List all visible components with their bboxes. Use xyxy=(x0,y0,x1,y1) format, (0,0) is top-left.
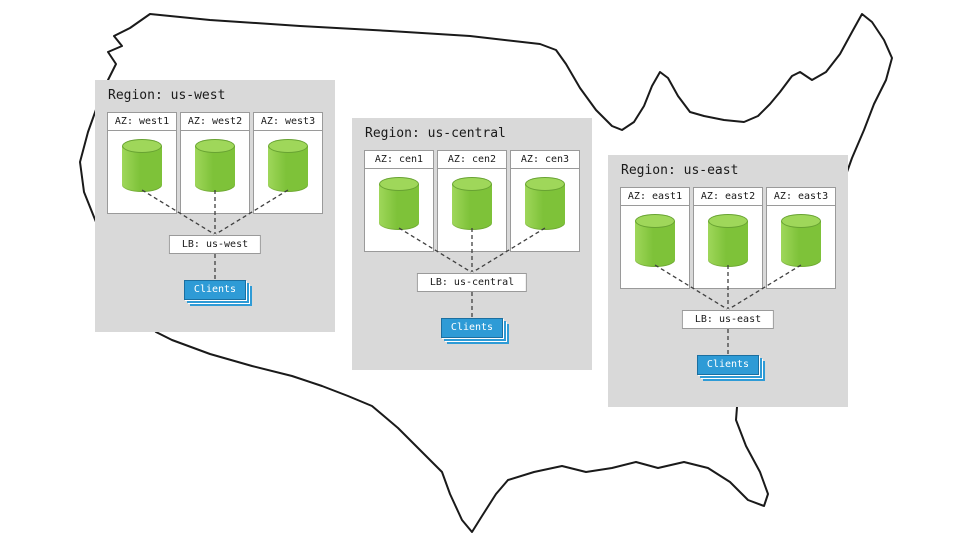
cylinder-body xyxy=(122,146,162,192)
cylinder-top xyxy=(708,214,748,228)
region-us-central: Region: us-central AZ: cen1 AZ: cen2 AZ:… xyxy=(352,118,592,370)
az-cell: AZ: east2 xyxy=(693,187,763,289)
az-label: AZ: cen3 xyxy=(511,151,579,169)
cylinder-top xyxy=(635,214,675,228)
region-title: Region: us-west xyxy=(108,88,226,103)
az-row: AZ: cen1 AZ: cen2 AZ: cen3 xyxy=(364,150,580,252)
az-row: AZ: west1 AZ: west2 AZ: west3 xyxy=(107,112,323,214)
cylinder-body xyxy=(525,184,565,230)
region-us-west: Region: us-west AZ: west1 AZ: west2 AZ: … xyxy=(95,80,335,332)
cylinder-body xyxy=(268,146,308,192)
cylinder-top xyxy=(525,177,565,191)
az-label: AZ: east2 xyxy=(694,188,762,206)
database-cylinder-icon xyxy=(268,139,308,199)
database-cylinder-icon xyxy=(122,139,162,199)
az-label: AZ: east1 xyxy=(621,188,689,206)
clients-box: Clients xyxy=(441,318,503,338)
cylinder-top xyxy=(122,139,162,153)
az-label: AZ: cen2 xyxy=(438,151,506,169)
az-label: AZ: west2 xyxy=(181,113,249,131)
database-cylinder-icon xyxy=(452,177,492,237)
az-cell: AZ: west2 xyxy=(180,112,250,214)
cylinder-top xyxy=(379,177,419,191)
clients-box: Clients xyxy=(184,280,246,300)
az-cell: AZ: cen2 xyxy=(437,150,507,252)
cylinder-top xyxy=(452,177,492,191)
az-cell: AZ: west1 xyxy=(107,112,177,214)
az-row: AZ: east1 AZ: east2 AZ: east3 xyxy=(620,187,836,289)
region-us-east: Region: us-east AZ: east1 AZ: east2 AZ: … xyxy=(608,155,848,407)
load-balancer-box: LB: us-west xyxy=(168,235,262,254)
az-label: AZ: west1 xyxy=(108,113,176,131)
region-title: Region: us-east xyxy=(621,163,739,178)
cylinder-body xyxy=(379,184,419,230)
az-cell: AZ: cen1 xyxy=(364,150,434,252)
az-cell: AZ: east1 xyxy=(620,187,690,289)
cylinder-body xyxy=(781,221,821,267)
cylinder-body xyxy=(452,184,492,230)
database-cylinder-icon xyxy=(781,214,821,274)
clients-box: Clients xyxy=(697,355,759,375)
load-balancer-box: LB: us-central xyxy=(416,273,528,292)
load-balancer-box: LB: us-east xyxy=(681,310,775,329)
az-label: AZ: east3 xyxy=(767,188,835,206)
cylinder-body xyxy=(635,221,675,267)
database-cylinder-icon xyxy=(379,177,419,237)
az-label: AZ: cen1 xyxy=(365,151,433,169)
database-cylinder-icon xyxy=(525,177,565,237)
database-cylinder-icon xyxy=(708,214,748,274)
az-cell: AZ: west3 xyxy=(253,112,323,214)
cylinder-body xyxy=(708,221,748,267)
cylinder-top xyxy=(268,139,308,153)
database-cylinder-icon xyxy=(195,139,235,199)
az-label: AZ: west3 xyxy=(254,113,322,131)
region-title: Region: us-central xyxy=(365,126,506,141)
cylinder-body xyxy=(195,146,235,192)
cylinder-top xyxy=(195,139,235,153)
az-cell: AZ: cen3 xyxy=(510,150,580,252)
database-cylinder-icon xyxy=(635,214,675,274)
az-cell: AZ: east3 xyxy=(766,187,836,289)
cylinder-top xyxy=(781,214,821,228)
